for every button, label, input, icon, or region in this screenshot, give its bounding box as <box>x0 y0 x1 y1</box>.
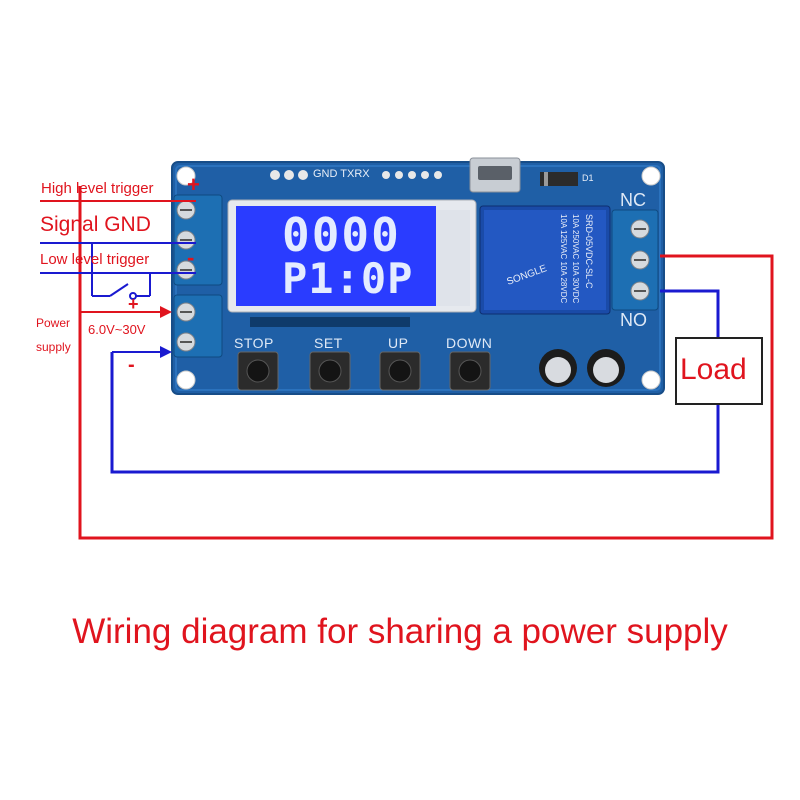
relay-rating-1: 10A 250VAC 10A 30VDC <box>571 214 580 304</box>
load-box <box>675 337 763 405</box>
blue-wire <box>110 352 720 474</box>
lcd-line1: 0000 <box>282 208 401 262</box>
relay <box>479 205 611 315</box>
output-terminal-block <box>611 209 659 311</box>
power-plus-sign: + <box>128 294 139 314</box>
header-pins <box>270 170 442 180</box>
relay-rating-2: 10A 125VAC 10A 28VDC <box>559 214 568 304</box>
header-text: GND TXRX <box>313 168 370 180</box>
power-supply-label-line1: Power <box>36 316 71 330</box>
switch-symbol <box>91 243 151 300</box>
high-level-trigger-plus: + <box>187 172 200 197</box>
relay-model: SRD-05VDC-SL-C <box>584 214 594 289</box>
nc-label: NC <box>620 190 646 210</box>
power-minus-sign: - <box>128 354 135 376</box>
diode-d1 <box>540 172 578 186</box>
load-label: Load <box>680 353 747 386</box>
diagram-title: Wiring diagram for sharing a power suppl… <box>72 612 728 651</box>
set-button-label: SET <box>314 335 343 351</box>
no-label: NO <box>620 310 647 330</box>
mounting-holes <box>176 166 661 390</box>
lcd-line2: P1:0P <box>282 254 414 303</box>
high-level-trigger-label: High level trigger <box>41 180 154 197</box>
power-terminal-block <box>173 294 223 358</box>
usb-connector <box>469 157 521 193</box>
voltage-range-label: 6.0V~30V <box>88 322 146 337</box>
capacitors <box>539 349 625 387</box>
low-level-trigger-label: Low level trigger <box>40 251 150 268</box>
blue-arrow-head <box>160 346 172 358</box>
up-button[interactable] <box>379 351 421 391</box>
stop-button[interactable] <box>237 351 279 391</box>
red-arrow-head <box>160 306 172 318</box>
set-button[interactable] <box>309 351 351 391</box>
down-button-label: DOWN <box>446 335 493 351</box>
lcd-pin-strip <box>250 317 410 327</box>
red-wire <box>78 186 774 540</box>
push-buttons <box>237 351 491 391</box>
up-button-label: UP <box>388 335 409 351</box>
blue-wire-load-to-no <box>660 289 720 338</box>
low-level-trigger-minus: - <box>187 245 195 270</box>
input-terminal-block <box>173 194 223 286</box>
power-supply-label-line2: supply <box>36 340 71 354</box>
lcd-display <box>227 199 477 313</box>
stop-button-label: STOP <box>234 335 274 351</box>
signal-gnd-label: Signal GND <box>40 213 151 236</box>
d1-label: D1 <box>582 173 594 183</box>
down-button[interactable] <box>449 351 491 391</box>
